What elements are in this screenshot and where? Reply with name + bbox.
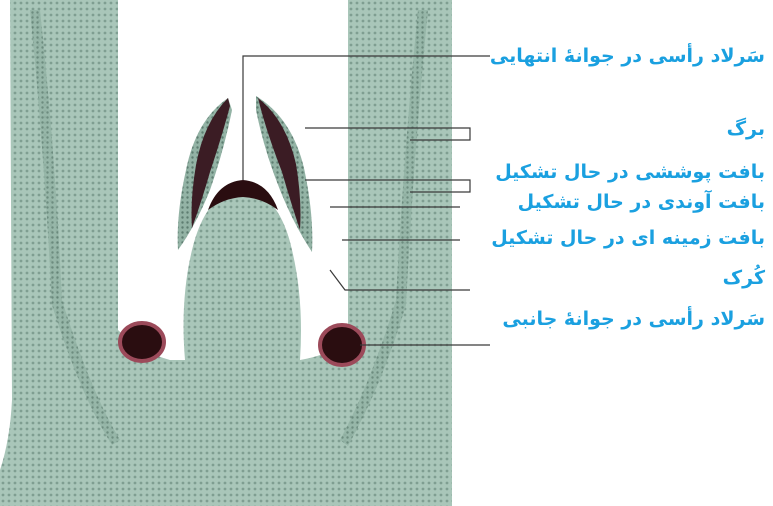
label-protoderm: بافت پوششی در حال تشکیل xyxy=(495,160,765,184)
central-axis xyxy=(184,185,301,360)
axillary-meristem-left xyxy=(120,323,164,361)
label-ground-meristem: بافت زمینه ای در حال تشکیل xyxy=(491,226,765,250)
label-leaf: برگ xyxy=(727,117,765,141)
label-apical-meristem-axillary-bud: سَرلاد رأسی در جوانهٔ جانبی xyxy=(502,307,765,331)
label-apical-meristem-terminal-bud: سَرلاد رأسی در جوانهٔ انتهایی xyxy=(490,44,765,68)
axillary-meristem-right xyxy=(320,325,364,365)
label-procambium: بافت آوندی در حال تشکیل xyxy=(518,190,765,214)
label-trichome: کُرک xyxy=(723,266,765,290)
